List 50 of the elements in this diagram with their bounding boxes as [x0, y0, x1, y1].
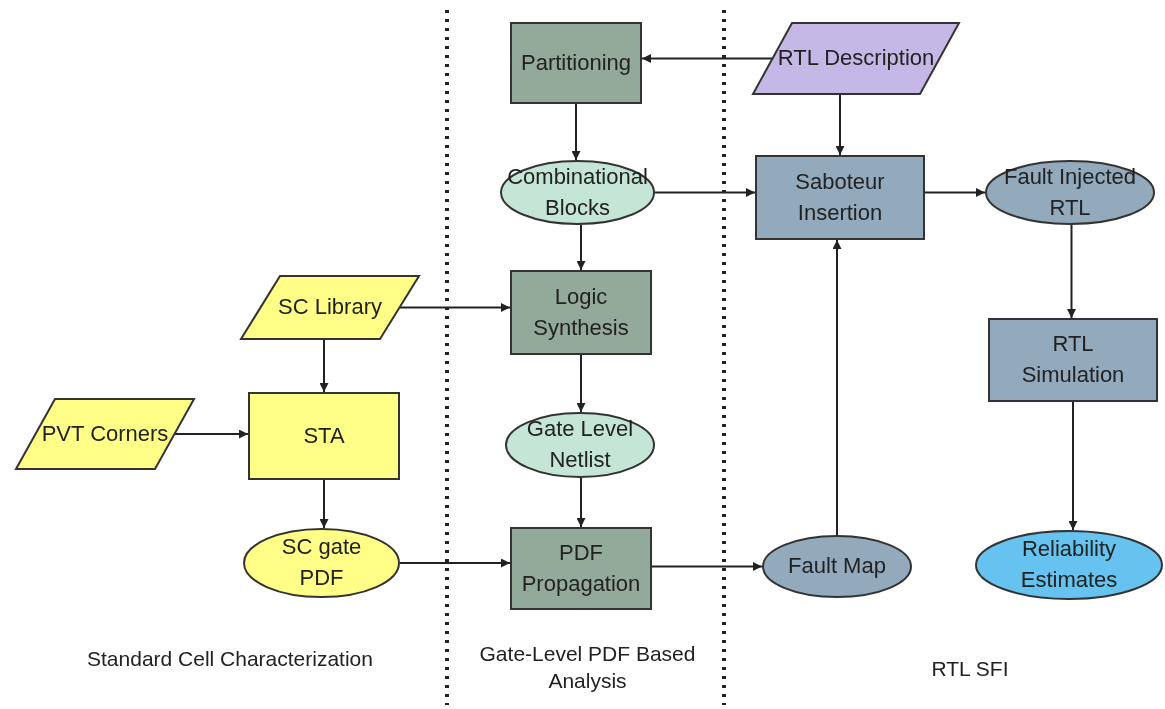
arrow — [571, 103, 581, 161]
arrow — [924, 188, 986, 197]
data-parallelogram — [15, 398, 195, 470]
arrow — [1068, 401, 1078, 531]
node-label: Partitioning — [520, 48, 632, 77]
process-ellipse — [505, 412, 655, 478]
node-label: RTL Description — [777, 44, 935, 73]
section-label: Standard Cell Characterization — [86, 646, 374, 672]
node-label: PDF Propagation — [521, 538, 641, 598]
node-label: PVT Corners — [41, 419, 169, 448]
process-box — [510, 270, 652, 355]
data-parallelogram — [240, 275, 420, 340]
arrow — [174, 429, 249, 439]
arrow — [576, 224, 586, 271]
node-label: Gate Level Netlist — [525, 415, 635, 474]
process-ellipse — [500, 160, 655, 225]
arrow — [319, 339, 329, 393]
node-label: Reliability Estimates — [1019, 535, 1119, 594]
process-box — [510, 527, 652, 610]
node-label: RTL Simulation — [1020, 330, 1126, 389]
process-ellipse — [985, 160, 1155, 225]
arrow — [576, 477, 586, 528]
arrow — [641, 54, 773, 63]
arrow — [319, 479, 329, 529]
arrow — [399, 558, 511, 568]
process-box — [755, 155, 925, 240]
arrow — [576, 354, 586, 413]
node-label: Fault Injected RTL — [1002, 162, 1138, 222]
node-label: SC gate PDF — [280, 533, 363, 592]
process-box — [510, 22, 642, 104]
node-label: Fault Map — [788, 552, 886, 581]
node-label: Logic Synthesis — [532, 282, 630, 342]
section-label: RTL SFI — [930, 656, 1010, 682]
arrow — [835, 94, 845, 156]
process-ellipse — [975, 530, 1163, 600]
process-ellipse — [243, 528, 400, 598]
section-label: Gate-Level PDF Based Analysis — [478, 641, 697, 695]
process-box — [988, 318, 1158, 402]
process-ellipse — [762, 535, 912, 598]
node-label: STA — [303, 421, 345, 450]
arrow — [399, 303, 511, 312]
arrow — [832, 239, 842, 536]
data-parallelogram — [752, 22, 960, 95]
arrow — [654, 188, 756, 197]
node-label: Saboteur Insertion — [794, 167, 886, 227]
arrow — [1067, 224, 1076, 319]
process-box — [248, 392, 400, 480]
arrow — [651, 562, 763, 571]
node-label: SC Library — [278, 293, 382, 322]
node-label: Combinational Blocks — [507, 162, 648, 222]
